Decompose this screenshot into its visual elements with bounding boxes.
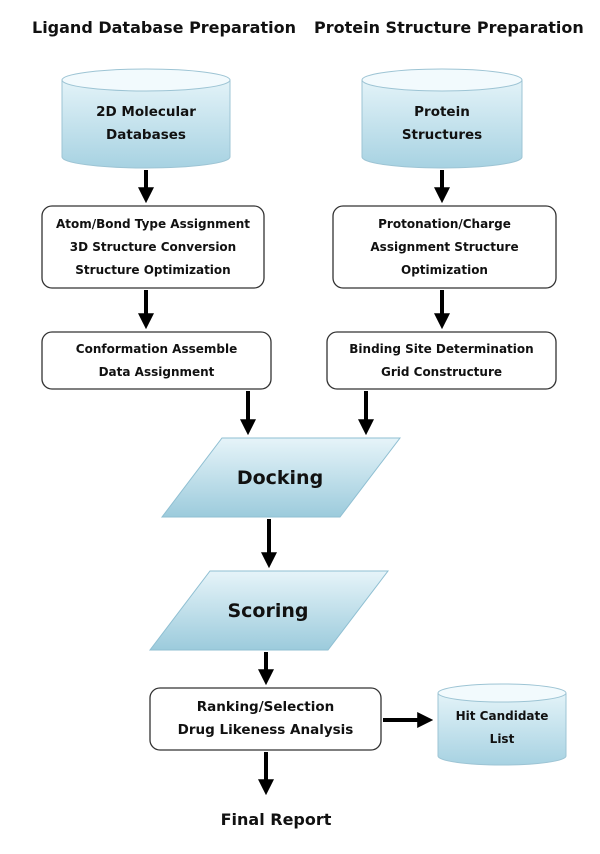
- ranking-box: [149, 687, 382, 751]
- protonation-line: Protonation/Charge: [378, 216, 511, 231]
- conformation-box: [41, 331, 272, 390]
- scoring-label: Scoring: [158, 595, 378, 627]
- connectors: [138, 170, 450, 796]
- docking-line: Docking: [236, 466, 324, 489]
- ranking-line: Ranking/Selection: [196, 699, 335, 715]
- atom-bond-line: 3D Structure Conversion: [69, 239, 237, 254]
- ranking-line: Drug Likeness Analysis: [177, 722, 354, 738]
- binding-line: Binding Site Determination: [349, 341, 534, 356]
- atom-bond-line: Atom/Bond Type Assignment: [55, 216, 251, 231]
- atom-bond-line: Structure Optimization: [75, 262, 231, 277]
- final-report-label: Final Report: [176, 804, 376, 834]
- scoring-parallelogram: [148, 570, 390, 651]
- atom-bond-box: [41, 205, 265, 289]
- ligand-heading: Ligand Database Preparation: [32, 18, 296, 37]
- protein-struct-cylinder: [361, 68, 523, 169]
- conformation-line: Data Assignment: [98, 364, 215, 379]
- binding-line: Grid Constructure: [380, 364, 503, 379]
- hit-cylinder: [437, 683, 567, 766]
- protein-heading: Protein Structure Preparation: [314, 18, 584, 37]
- scoring-line: Scoring: [227, 599, 309, 622]
- protonation-line: Optimization: [401, 262, 488, 277]
- protein-struct-line: Protein: [414, 104, 470, 120]
- mol-db-line: Databases: [106, 127, 186, 143]
- conformation-line: Conformation Assemble: [75, 341, 238, 356]
- binding-box: [326, 331, 557, 390]
- final-line: Final Report: [220, 809, 332, 829]
- hit-line: List: [489, 732, 515, 746]
- protein-struct-line: Structures: [401, 127, 483, 143]
- mol-db-cylinder: [61, 68, 231, 169]
- protonation-line: Assignment Structure: [370, 239, 519, 254]
- protonation-box: [332, 205, 557, 289]
- docking-label: Docking: [170, 462, 390, 494]
- atom-bond-label: Atom/Bond Type Assignment 3D Structure Co…: [42, 206, 264, 288]
- docking-parallelogram: [160, 437, 402, 518]
- mol-db-line: 2D Molecular: [96, 104, 196, 120]
- hit-line: Hit Candidate: [455, 709, 549, 723]
